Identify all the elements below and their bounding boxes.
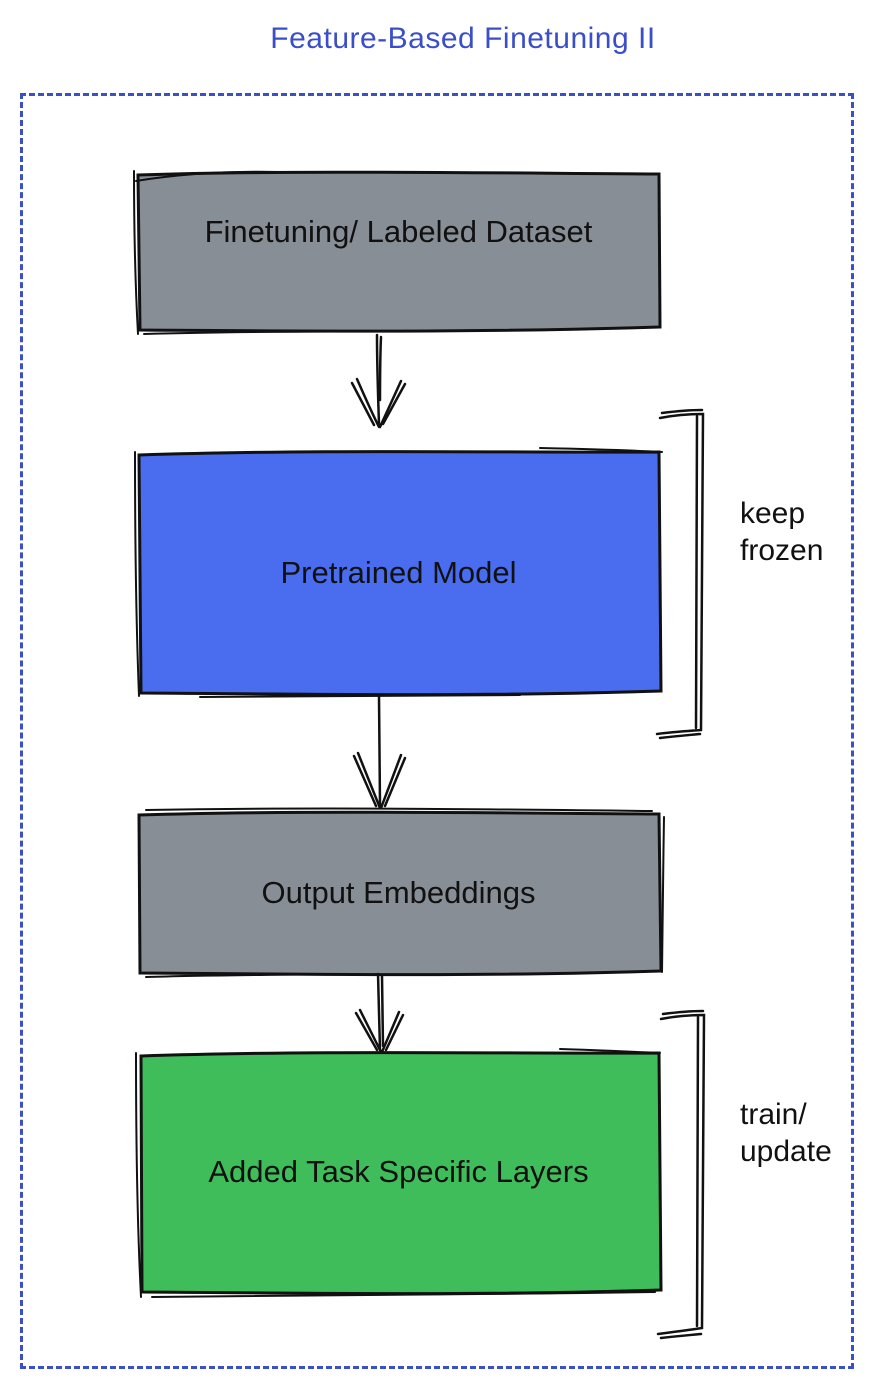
dataset-label: Finetuning/ Labeled Dataset <box>204 214 593 249</box>
train-update-annotation: train/ update <box>740 1098 832 1168</box>
pretrained-label: Pretrained Model <box>280 555 517 590</box>
keep-frozen-annotation: keep frozen <box>740 497 824 567</box>
tasklayers-label: Added Task Specific Layers <box>208 1154 589 1189</box>
embeddings-label: Output Embeddings <box>261 875 536 910</box>
dashed-frame <box>20 93 854 1369</box>
diagram-title: Feature-Based Finetuning II <box>270 22 656 55</box>
